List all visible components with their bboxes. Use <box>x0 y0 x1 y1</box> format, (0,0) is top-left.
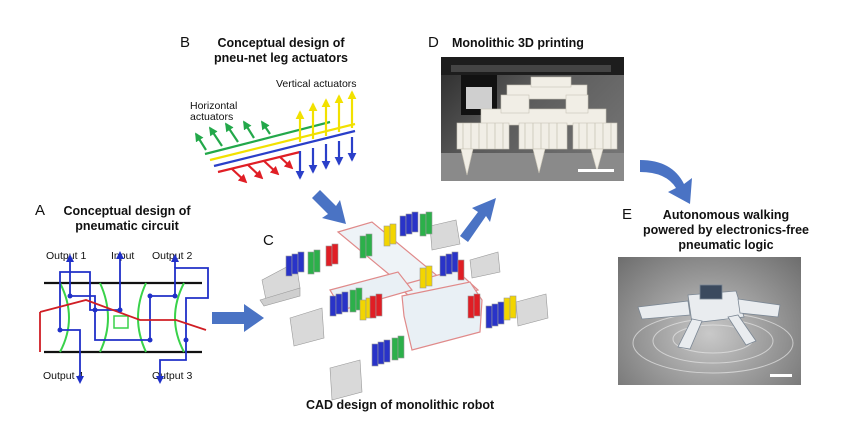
panel-b-title-line2: pneu-net leg actuators <box>213 51 349 65</box>
input-label: Input <box>111 250 135 262</box>
output3-label: Output 3 <box>152 370 193 382</box>
panel-e-title-line1: Autonomous walking <box>662 208 790 222</box>
scale-bar <box>578 169 614 172</box>
output2-label: Output 2 <box>152 250 193 262</box>
horizontal-label-line2: actuators <box>190 111 234 123</box>
pneumatic-circuit <box>39 251 209 384</box>
walking-robot-photo <box>618 257 801 385</box>
output4-label: Output 4 <box>43 370 84 382</box>
panel-b-title-line1: Conceptual design of <box>217 36 345 50</box>
panel-d-title: Monolithic 3D printing <box>452 36 584 50</box>
panel-b-letter: B <box>180 34 191 51</box>
scale-bar-e <box>770 374 792 377</box>
panel-c-letter: C <box>263 232 274 249</box>
panel-a-title-line1: Conceptual design of <box>63 204 191 218</box>
walking-robot-drawing <box>632 284 794 377</box>
panel-a-letter: A <box>35 202 46 219</box>
printer-photo-drawing <box>441 57 624 181</box>
panel-c-caption: CAD design of monolithic robot <box>306 398 495 412</box>
output1-label: Output 1 <box>46 250 87 262</box>
actuator-blocks-green <box>307 211 433 361</box>
horizontal-actuators-label: Horizontal actuators <box>190 101 237 123</box>
panel-e-title-line2: powered by electronics-free <box>642 223 810 237</box>
cad-robot <box>259 211 549 401</box>
panel-a-title-line2: pneumatic circuit <box>75 219 179 233</box>
actuator-blocks-red <box>325 243 481 319</box>
panel-e-title-line3: pneumatic logic <box>678 238 774 252</box>
printer-photo <box>441 57 624 181</box>
panel-b-title: Conceptual design of pneu-net leg actuat… <box>196 36 366 66</box>
actuator-blocks-yellow <box>359 223 517 321</box>
horizontal-label-line1: Horizontal <box>190 100 238 112</box>
vertical-actuators-label: Vertical actuators <box>276 78 357 90</box>
panel-e-letter: E <box>622 206 633 223</box>
panel-a-title: Conceptual design of pneumatic circuit <box>52 204 202 234</box>
actuator-blocks-blue <box>285 211 505 367</box>
panel-d-letter: D <box>428 34 439 51</box>
panel-e-title: Autonomous walking powered by electronic… <box>626 208 826 253</box>
